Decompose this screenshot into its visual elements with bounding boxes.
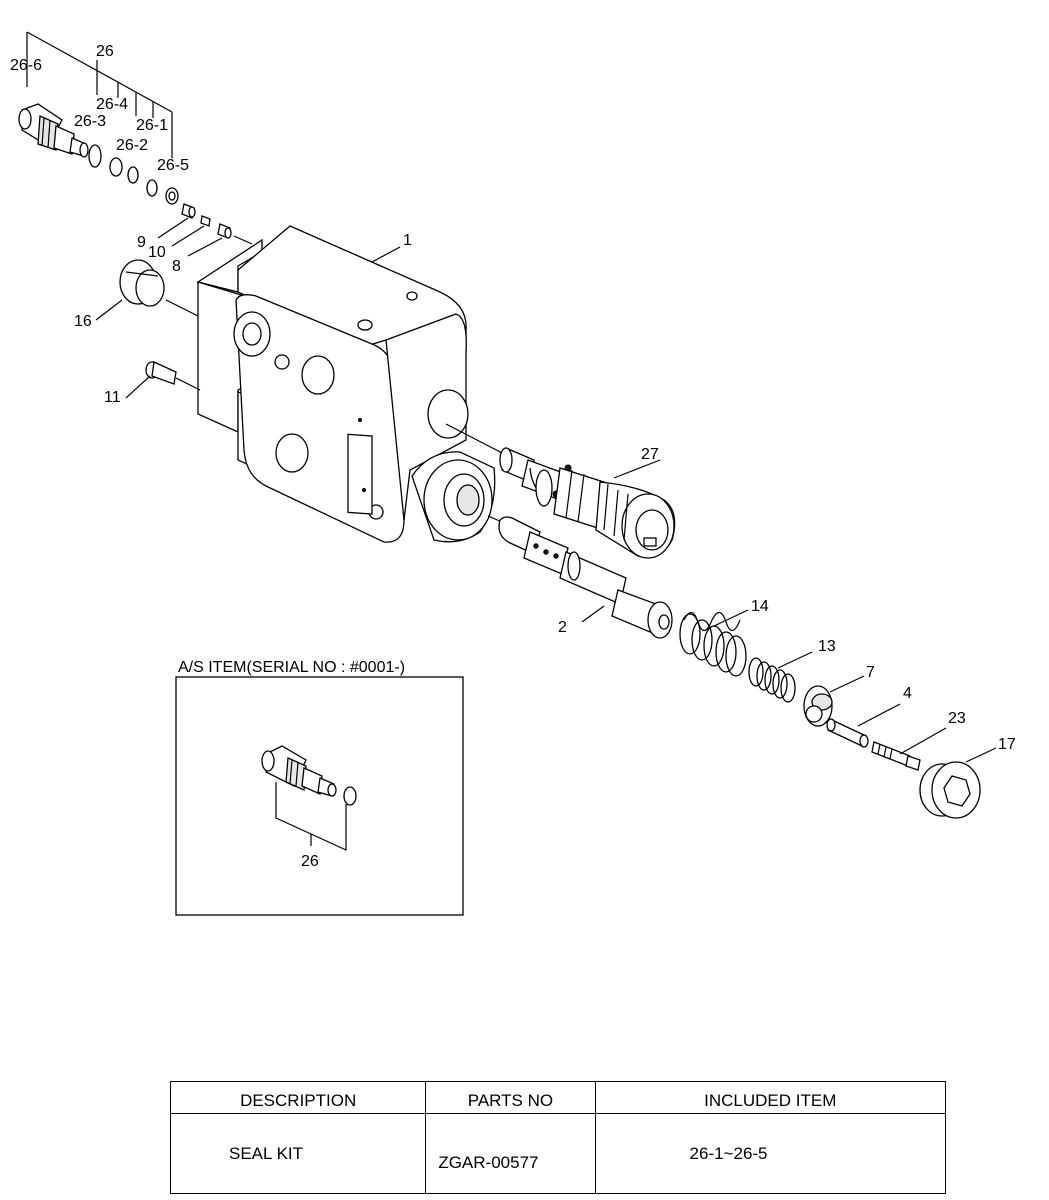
callout-26-4: 26-4 xyxy=(96,96,128,113)
o-ring-26-4 xyxy=(109,157,123,177)
as-item-callout-26: 26 xyxy=(301,853,319,870)
callout-10: 10 xyxy=(148,244,166,261)
valve-body xyxy=(196,225,496,543)
bolt-11 xyxy=(125,361,201,399)
callout-14: 14 xyxy=(751,598,769,615)
callout-17: 17 xyxy=(998,736,1016,753)
callout-labels: 26 26-6 26-4 26-3 26-1 26-2 26-5 9 10 8 … xyxy=(10,43,1016,753)
table-header-row: DESCRIPTION PARTS NO INCLUDED ITEM xyxy=(169,1081,947,1114)
small-plugs xyxy=(157,203,253,257)
header-parts-no: PARTS NO xyxy=(425,1081,596,1114)
callout-26-2: 26-2 xyxy=(116,137,148,154)
stopper-4 xyxy=(826,703,901,748)
spring-seat-7 xyxy=(803,675,865,727)
seal-rings xyxy=(88,144,179,205)
callout-27: 27 xyxy=(641,446,659,463)
callout-7: 7 xyxy=(866,664,875,681)
callout-1: 1 xyxy=(403,232,412,249)
table-row: SEAL KIT ZGAR-00577 26-1~26-5 xyxy=(169,1113,947,1194)
screw-23 xyxy=(871,727,947,771)
backup-ring-26-2 xyxy=(127,166,139,184)
plug-17 xyxy=(919,747,997,819)
plug-16 xyxy=(95,259,199,321)
callout-8: 8 xyxy=(172,258,181,275)
callout-26: 26 xyxy=(96,43,114,60)
cell-parts-no: ZGAR-00577 xyxy=(425,1113,596,1194)
header-included-item: INCLUDED ITEM xyxy=(594,1081,947,1114)
callout-26-3: 26-3 xyxy=(74,113,106,130)
spring-13 xyxy=(748,651,813,703)
as-item-title: A/S ITEM(SERIAL NO : #0001-) xyxy=(178,659,405,676)
relief-valve-cartridge xyxy=(18,103,89,158)
spring-14 xyxy=(679,609,749,677)
header-description: DESCRIPTION xyxy=(169,1081,427,1114)
callout-11: 11 xyxy=(104,389,121,406)
main-relief-valve-27 xyxy=(445,423,676,559)
callout-26-6: 26-6 xyxy=(10,57,42,74)
as-item-inset: A/S ITEM(SERIAL NO : #0001-) 26 xyxy=(175,659,464,916)
leader-1 xyxy=(371,246,401,263)
cell-description: SEAL KIT xyxy=(169,1113,427,1194)
callout-16: 16 xyxy=(74,313,92,330)
o-ring-26-1 xyxy=(146,179,158,197)
callout-13: 13 xyxy=(818,638,836,655)
callout-2: 2 xyxy=(558,619,567,636)
group-26-bracket xyxy=(26,31,173,158)
seal-kit-table: DESCRIPTION PARTS NO INCLUDED ITEM SEAL … xyxy=(169,1081,947,1194)
cell-included-item: 26-1~26-5 xyxy=(594,1113,947,1194)
callout-26-5: 26-5 xyxy=(157,157,189,174)
o-ring-26-3 xyxy=(88,144,102,168)
callout-26-1: 26-1 xyxy=(136,117,168,134)
callout-9: 9 xyxy=(137,234,146,251)
callout-23: 23 xyxy=(948,710,966,727)
spool-2 xyxy=(487,515,673,639)
callout-4: 4 xyxy=(903,685,912,702)
